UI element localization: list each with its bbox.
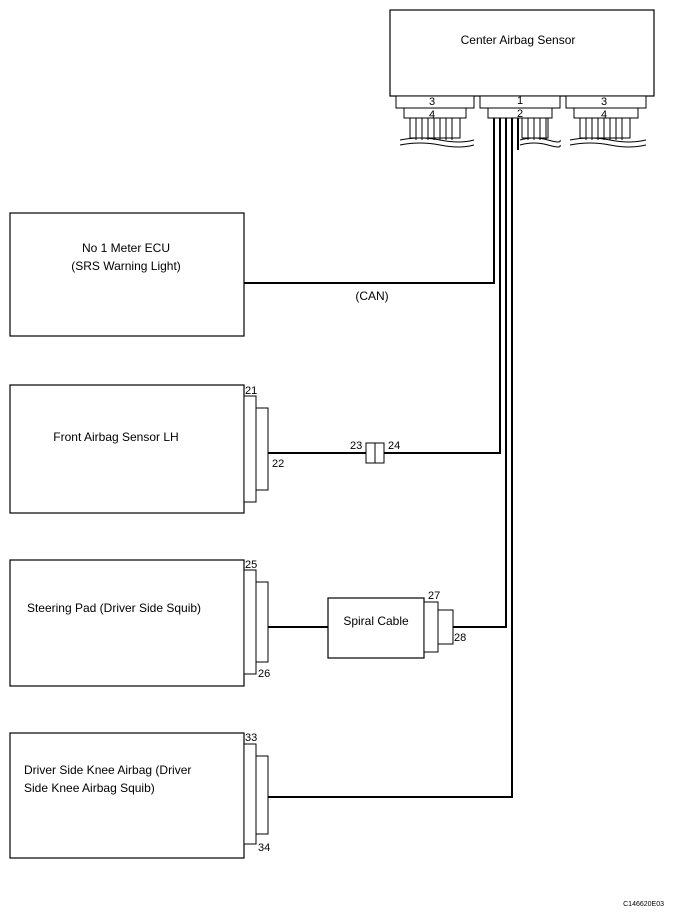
pin-label: 33 (245, 732, 257, 744)
knee-airbag-sublabel: Side Knee Airbag Squib) (24, 781, 155, 795)
pin-label: 4 (429, 109, 435, 121)
steering-pad: Steering Pad (Driver Side Squib) 25 26 (9, 559, 328, 687)
pin-label: 26 (258, 668, 270, 680)
knee-airbag: Driver Side Knee Airbag (Driver Side Kne… (9, 732, 270, 859)
junction-connector: 23 24 (350, 440, 400, 464)
pin-label: 27 (428, 590, 440, 602)
wire-knee (268, 118, 513, 798)
pin-label: 28 (454, 632, 466, 644)
spiral-cable-label: Spiral Cable (343, 614, 409, 628)
pin-label: 4 (601, 109, 607, 121)
front-airbag-sensor-label: Front Airbag Sensor LH (53, 430, 178, 444)
steering-pad-label: Steering Pad (Driver Side Squib) (27, 601, 201, 615)
pin-label: 3 (601, 96, 607, 108)
meter-ecu-label: No 1 Meter ECU (82, 241, 170, 255)
pin-label: 24 (388, 440, 400, 452)
wire-front-sensor (384, 118, 501, 454)
pin-label: 3 (429, 96, 435, 108)
spiral-cable: Spiral Cable 27 28 (327, 590, 466, 659)
pin-label: 25 (245, 559, 257, 571)
figure-code: C146620E03 (623, 901, 664, 908)
pin-label: 22 (272, 458, 284, 470)
center-connector-middle: 1 2 (479, 95, 561, 148)
center-connector-left: 3 4 (395, 95, 475, 148)
pin-label: 1 (517, 95, 523, 107)
front-airbag-sensor-lh: Front Airbag Sensor LH 21 22 (9, 384, 284, 514)
pin-label: 23 (350, 440, 362, 452)
can-label: (CAN) (355, 289, 388, 303)
wire-spiral (453, 118, 507, 628)
meter-ecu: No 1 Meter ECU (SRS Warning Light) (9, 212, 245, 337)
center-connector-right: 3 4 (565, 95, 647, 148)
knee-airbag-label: Driver Side Knee Airbag (Driver (24, 763, 191, 777)
wire-harness (244, 118, 519, 798)
center-airbag-sensor: Center Airbag Sensor (389, 9, 655, 97)
wire-can (244, 118, 495, 284)
pin-label: 2 (517, 108, 523, 120)
pin-label: 21 (245, 385, 257, 397)
pin-label: 34 (258, 842, 270, 854)
center-airbag-sensor-label: Center Airbag Sensor (461, 33, 576, 47)
meter-ecu-sublabel: (SRS Warning Light) (71, 259, 181, 273)
